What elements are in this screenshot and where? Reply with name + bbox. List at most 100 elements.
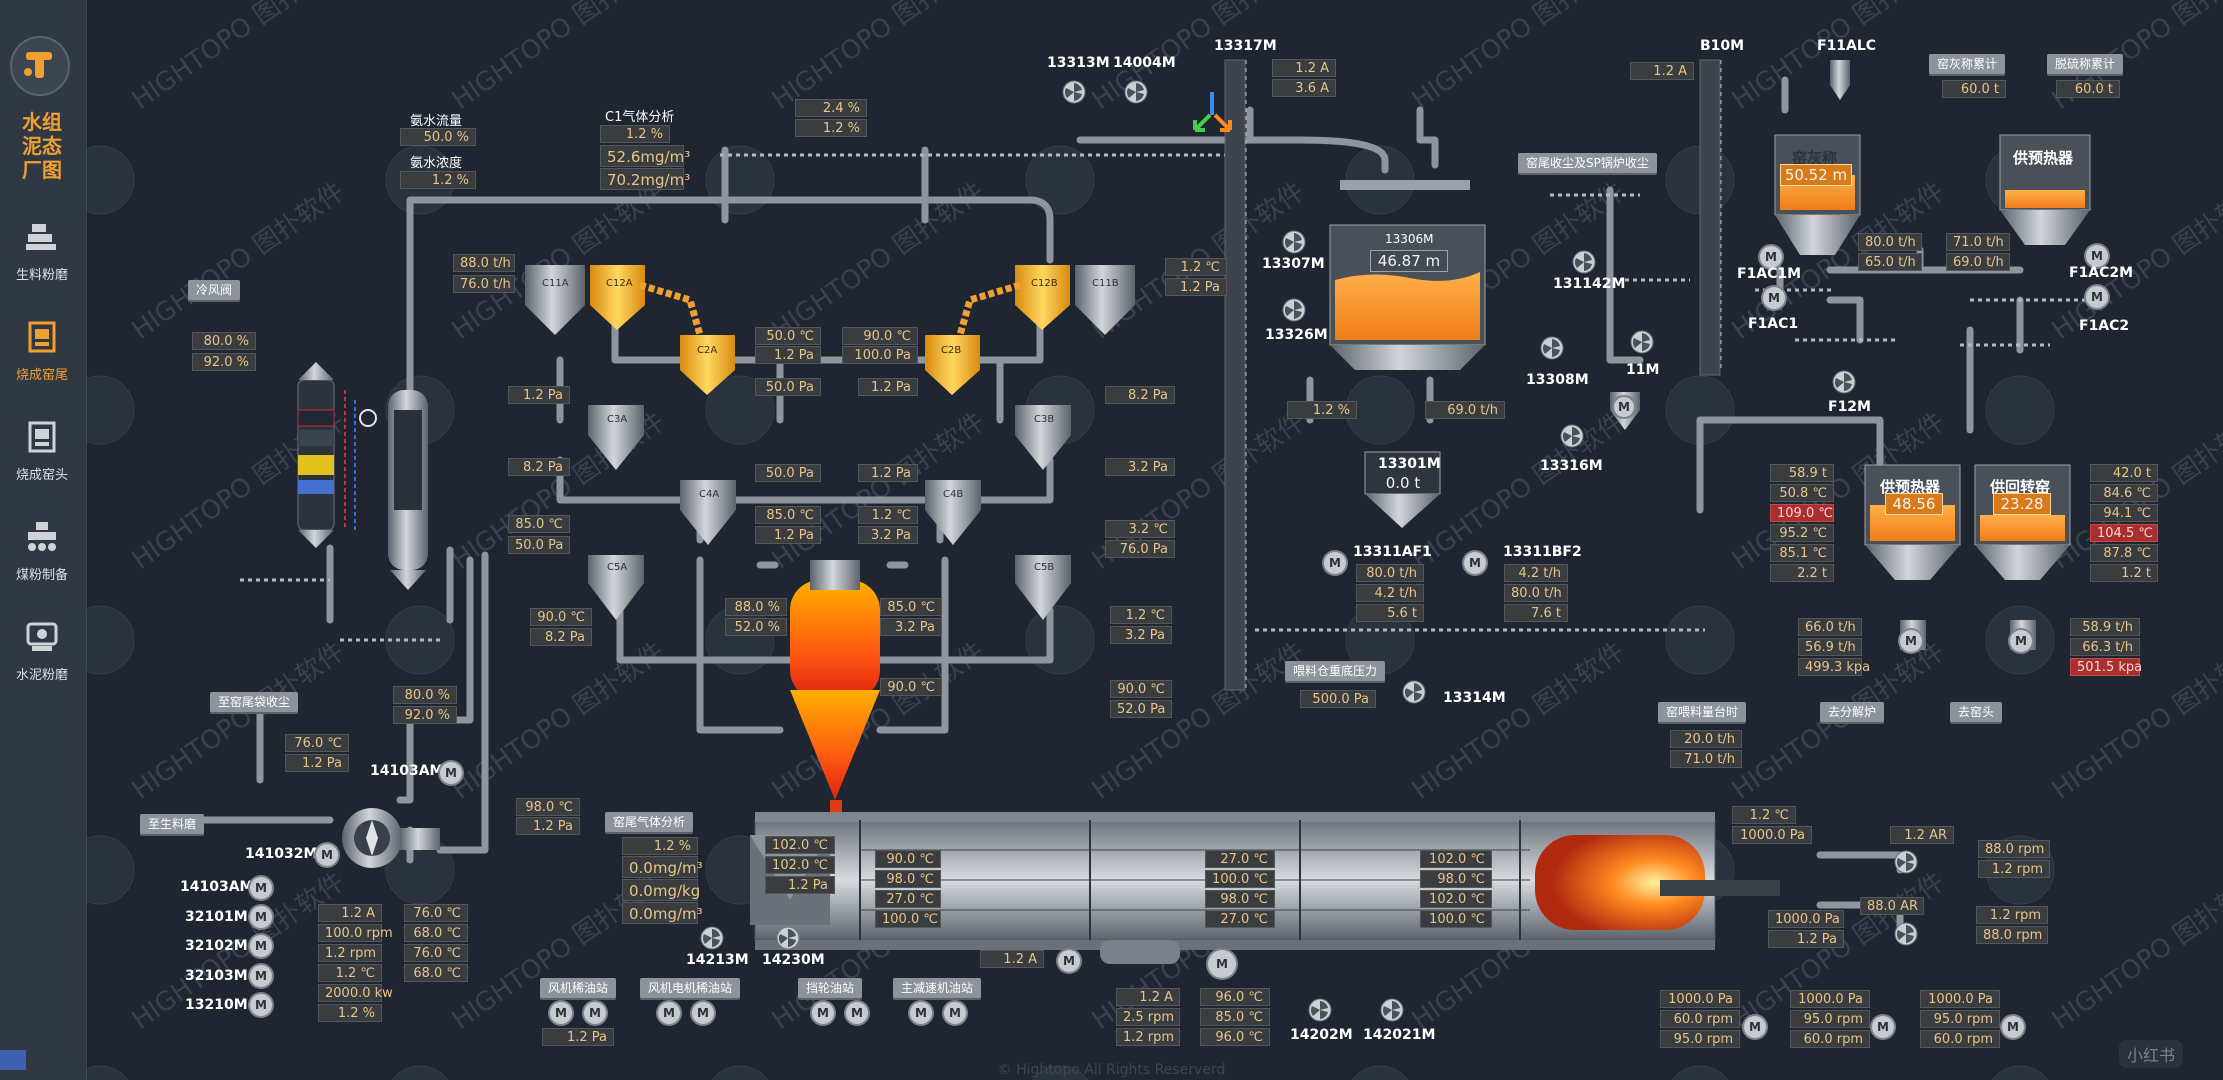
mid4-pressure: 1.2 Pa: [755, 526, 821, 544]
motor-14103am-b[interactable]: M: [250, 877, 272, 899]
feed-bin-pressure-tag[interactable]: 喂料仓重底压力: [1285, 661, 1386, 681]
hopper-13316-motor[interactable]: M: [1614, 397, 1634, 417]
c5b-pressure: 76.0 Pa: [1105, 540, 1175, 558]
fan-11m-icon[interactable]: [1630, 330, 1654, 354]
to-raw-mill-tag[interactable]: 至生料磨: [140, 814, 205, 834]
fan-13316m-icon[interactable]: [1560, 424, 1584, 448]
fan-motor-oil-motor-1[interactable]: M: [658, 1002, 680, 1024]
tail-gas-mg1: 0.0mg/m³: [622, 856, 703, 878]
to-calciner-tag[interactable]: 去分解炉: [1820, 702, 1885, 722]
mid3-pressure: 50.0 Pa: [755, 464, 821, 482]
kiln-supply-silo-lower: [1974, 464, 2071, 650]
kiln-ash-total-tag[interactable]: 窑灰称累计: [1929, 54, 2006, 74]
bf2-rate: 4.2 t/h: [1504, 564, 1568, 582]
ph-bottom-motor[interactable]: M: [1900, 630, 1922, 652]
fan-13307m-icon[interactable]: [1282, 230, 1306, 254]
main-reducer-oil-tag[interactable]: 主减速机油站: [893, 978, 982, 998]
top-b-value: 1.2 %: [795, 119, 867, 137]
kiln-feed-rate-2: 71.0 t/h: [1670, 750, 1742, 768]
fan-131142m-icon[interactable]: [1572, 250, 1596, 274]
fan-13313m-icon[interactable]: [1062, 80, 1086, 104]
corner-mark: 小红书: [2118, 1040, 2183, 1068]
main-reducer-oil-motor-1[interactable]: M: [910, 1002, 932, 1024]
ph-left-3: 109.0 ℃: [1770, 504, 1834, 522]
fan-14202m-icon[interactable]: [1308, 998, 1332, 1022]
f1ac2-motor[interactable]: M: [2086, 286, 2108, 308]
kiln-tail-gas-tag[interactable]: 窑尾气体分析: [605, 812, 694, 832]
motor-32103m[interactable]: M: [250, 965, 272, 987]
main-reducer-oil-motor-2[interactable]: M: [944, 1002, 966, 1024]
motor-32103m-label: 32103M: [185, 968, 248, 984]
scale-af1-motor[interactable]: M: [1324, 552, 1346, 574]
nav-cement-mill[interactable]: 水泥粉磨: [4, 620, 80, 683]
gear-oil-motor-1[interactable]: M: [812, 1002, 834, 1024]
fan-motor-oil-motor-2[interactable]: M: [692, 1002, 714, 1024]
fan-f12m-icon[interactable]: [1832, 370, 1856, 394]
f12m-label: F12M: [1828, 399, 1871, 415]
desulf-total-tag[interactable]: 脱硫称累计: [2047, 54, 2124, 74]
bt2-rpm-1: 95.0 rpm: [1790, 1010, 1870, 1028]
fan-head-1-icon[interactable]: [1894, 850, 1918, 874]
bt2-rpm-2: 60.0 rpm: [1790, 1030, 1870, 1048]
rk-right-6: 1.2 t: [2090, 564, 2158, 582]
rk-bottom-motor[interactable]: M: [2010, 630, 2032, 652]
nav-kiln-head[interactable]: 烧成窑头: [4, 420, 80, 483]
fan-14213m-icon[interactable]: [700, 926, 724, 950]
motor-13210m[interactable]: M: [250, 994, 272, 1016]
gear-oil-tag[interactable]: 挡轮油站: [798, 978, 863, 998]
valve-pct-1: 80.0 %: [192, 332, 256, 350]
motor-32102m[interactable]: M: [250, 935, 272, 957]
nav-kiln-head-label: 烧成窑头: [15, 468, 68, 483]
bt2-motor[interactable]: M: [1872, 1016, 1894, 1038]
raw-mill-icon: [26, 224, 56, 250]
calciner-pressure-right: 3.2 Pa: [880, 618, 942, 636]
sidebar: 水组泥态厂图 生料粉磨 烧成窑尾 烧成窑头 煤粉制备 水泥粉磨: [0, 0, 87, 1080]
fan-14004m-icon[interactable]: [1124, 80, 1148, 104]
nav-raw-mill[interactable]: 生料粉磨: [4, 220, 80, 283]
ph-left-4: 95.2 ℃: [1770, 524, 1834, 542]
mid4-temp: 85.0 ℃: [755, 506, 821, 524]
f1ac2m-motor[interactable]: M: [2086, 245, 2108, 267]
motor-141032m[interactable]: M: [316, 844, 338, 866]
drive-motor-1[interactable]: M: [1058, 950, 1080, 972]
fan-motor-oil-tag[interactable]: 风机电机稀油站: [640, 978, 741, 998]
motor-32101m-label: 32101M: [185, 909, 248, 925]
f1ac1-motor[interactable]: M: [1763, 287, 1785, 309]
fan-13308m-icon[interactable]: [1540, 336, 1564, 360]
fan-oil-motor-2[interactable]: M: [584, 1002, 606, 1024]
collapse-handle[interactable]: [0, 1050, 26, 1070]
fan-142021m-icon[interactable]: [1380, 998, 1404, 1022]
to-tail-bag-tag[interactable]: 至窑尾袋收尘: [210, 692, 299, 712]
fan-13326m-icon[interactable]: [1282, 298, 1306, 322]
fan-13307m-label: 13307M: [1262, 256, 1325, 272]
to-kiln-head-tag[interactable]: 去窑头: [1950, 702, 2003, 722]
motor-14103am[interactable]: M: [440, 762, 462, 784]
kiln-z1-d: 100.0 ℃: [875, 910, 941, 928]
kiln-feed-rate-tag[interactable]: 窑喂料量台时: [1658, 702, 1747, 722]
fan-13308m-label: 13308M: [1526, 372, 1589, 388]
head-10: 88.0 rpm: [1976, 926, 2048, 944]
bt1-motor[interactable]: M: [1744, 1016, 1766, 1038]
kiln-left-pressure: 1.2 Pa: [765, 876, 835, 894]
fan-oil-motor-1[interactable]: M: [550, 1002, 572, 1024]
nav-coal-prep[interactable]: 煤粉制备: [4, 520, 80, 583]
bt1-pressure: 1000.0 Pa: [1660, 990, 1740, 1008]
fan-13314m-icon[interactable]: [1402, 680, 1426, 704]
f1ac1m-motor[interactable]: M: [1760, 246, 1782, 268]
nav-kiln-tail[interactable]: 烧成窑尾: [4, 320, 80, 383]
ph-bottom-3: 499.3 kpa: [1798, 658, 1870, 676]
motor-32101m[interactable]: M: [250, 906, 272, 928]
gear-oil-motor-2[interactable]: M: [846, 1002, 868, 1024]
nav-coal-prep-label: 煤粉制备: [15, 568, 68, 583]
fan-head-2-icon[interactable]: [1894, 922, 1918, 946]
cold-valve-tag[interactable]: 冷风阀: [188, 280, 241, 300]
tail-dust-sp-tag[interactable]: 窑尾收尘及SP锅炉收尘: [1518, 153, 1657, 173]
fan-14230m-icon[interactable]: [776, 926, 800, 950]
bt3-motor[interactable]: M: [2002, 1016, 2024, 1038]
bin-13301m-label: 13301M: [1378, 456, 1441, 472]
drive-motor-main[interactable]: M: [1208, 950, 1236, 978]
fan-oil-tag[interactable]: 风机稀油站: [540, 978, 617, 998]
fan-14004m-label: 14004M: [1113, 55, 1176, 71]
feed-l1-value: 88.0 t/h: [453, 254, 515, 272]
scale-bf2-motor[interactable]: M: [1464, 552, 1486, 574]
